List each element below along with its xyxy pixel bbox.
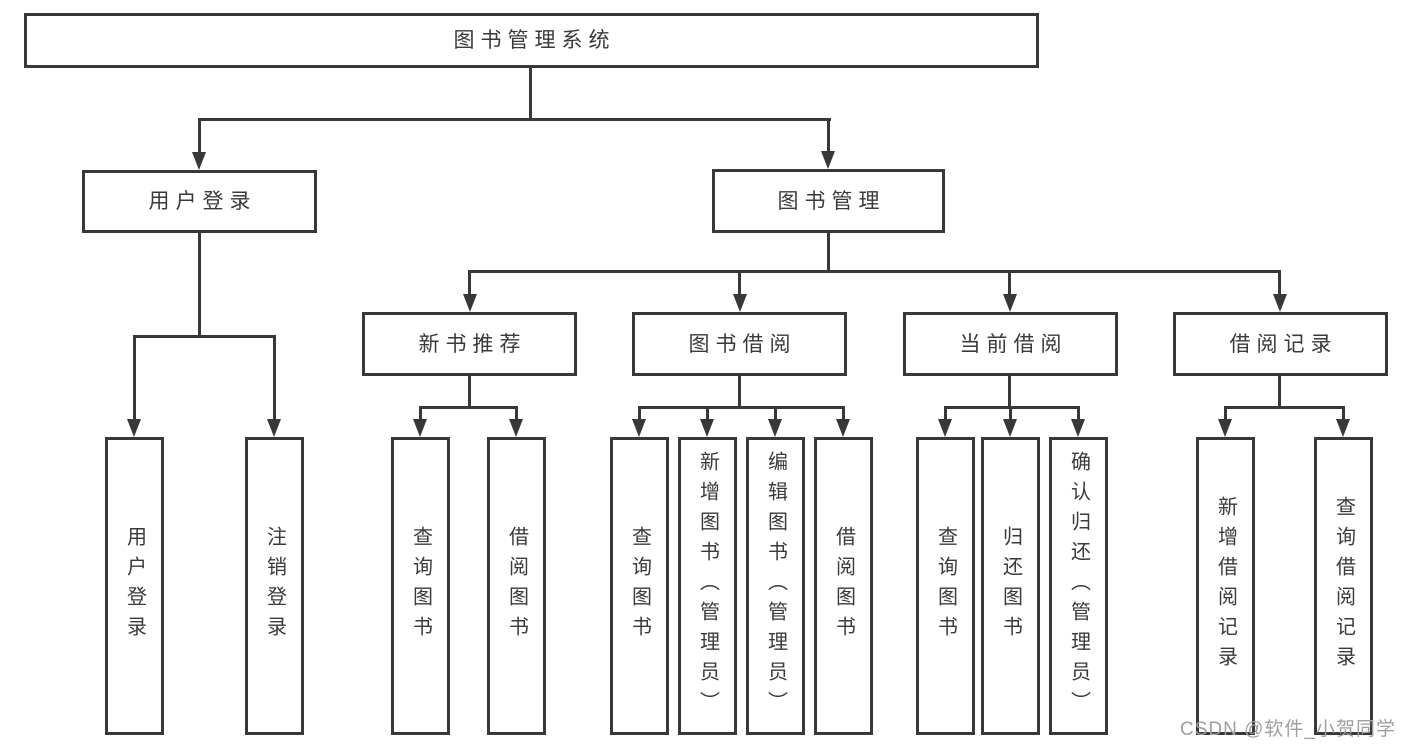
leaf-current-query-books-label: 查询图书	[934, 526, 957, 646]
arrowhead-down-nb-borrow	[509, 419, 523, 437]
arrowhead-down-leaf-logout	[267, 419, 281, 437]
leaf-records-add-record: 新增借阅记录	[1196, 437, 1255, 735]
arrowhead-down-user-login	[192, 152, 206, 170]
arrowhead-down-cb-confirm	[1071, 419, 1085, 437]
arrowhead-down-new-book	[463, 294, 477, 312]
connector-drop-cb-return	[1009, 409, 1012, 419]
connector-drop-nb-borrow	[515, 409, 518, 419]
leaf-borrowing-query-books-label: 查询图书	[628, 526, 651, 646]
connector-user-login-bar	[133, 335, 276, 338]
leaf-newbook-borrow-books: 借阅图书	[487, 437, 546, 735]
connector-book-borrow-bar	[638, 406, 845, 409]
connector-drop-leaf-logout	[273, 338, 276, 419]
arrowhead-down-leaf-user-login	[127, 419, 141, 437]
connector-borrow-record-bar	[1224, 406, 1345, 409]
connector-user-login-stem	[198, 233, 201, 338]
leaf-logout-label: 注销登录	[263, 526, 286, 646]
arrowhead-down-bb-edit	[768, 419, 782, 437]
connector-drop-br-add	[1224, 409, 1227, 419]
leaf-current-return-books-label: 归还图书	[999, 526, 1022, 646]
leaf-current-confirm-return-admin: 确认归还（管理员）	[1049, 437, 1108, 735]
connector-level3-bar	[468, 270, 1281, 273]
connector-book-borrow-stem	[738, 376, 741, 409]
leaf-borrowing-borrow-books: 借阅图书	[814, 437, 873, 735]
connector-drop-leaf-user-login	[133, 338, 136, 419]
connector-drop-br-query	[1342, 409, 1345, 419]
leaf-borrowing-query-books: 查询图书	[610, 437, 669, 735]
connector-drop-current-borrow	[1008, 273, 1011, 294]
leaf-newbook-borrow-books-label: 借阅图书	[505, 526, 528, 646]
leaf-logout: 注销登录	[245, 437, 304, 735]
arrowhead-down-book-borrow	[733, 294, 747, 312]
node-book-borrowing-label: 图书借阅	[688, 332, 797, 356]
node-library-system: 图书管理系统	[24, 13, 1039, 68]
arrowhead-down-bb-query	[632, 419, 646, 437]
connector-drop-bb-edit	[774, 409, 777, 419]
arrowhead-down-br-add	[1218, 419, 1232, 437]
connector-drop-bb-query	[638, 409, 641, 419]
arrowhead-down-current-borrow	[1003, 294, 1017, 312]
leaf-borrowing-edit-books-admin: 编辑图书（管理员）	[746, 437, 805, 735]
leaf-records-add-record-label: 新增借阅记录	[1214, 496, 1237, 676]
leaf-current-confirm-return-admin-label: 确认归还（管理员）	[1067, 451, 1090, 721]
arrowhead-down-cb-return	[1003, 419, 1017, 437]
connector-drop-nb-query	[419, 409, 422, 419]
connector-drop-bb-add	[706, 409, 709, 419]
node-new-book-recommend: 新书推荐	[362, 312, 577, 376]
node-library-system-label: 图书管理系统	[453, 29, 616, 52]
arrowhead-down-book-mgmt	[821, 151, 835, 169]
connector-drop-user-login	[198, 121, 201, 152]
connector-book-mgmt-stem	[827, 233, 830, 273]
leaf-newbook-query-books-label: 查询图书	[409, 526, 432, 646]
csdn-watermark: CSDN @软件_小贺同学	[1180, 719, 1396, 740]
leaf-current-return-books: 归还图书	[981, 437, 1040, 735]
connector-root-stem	[529, 68, 532, 121]
leaf-borrowing-edit-books-admin-label: 编辑图书（管理员）	[764, 451, 787, 721]
arrowhead-down-bb-add	[700, 419, 714, 437]
node-current-borrowing: 当前借阅	[903, 312, 1118, 376]
connector-drop-borrow-record	[1278, 273, 1281, 294]
leaf-newbook-query-books: 查询图书	[391, 437, 450, 735]
node-book-management: 图书管理	[712, 169, 945, 233]
node-book-management-label: 图书管理	[777, 189, 886, 213]
connector-drop-bb-borrow	[842, 409, 845, 419]
connector-new-book-stem	[468, 376, 471, 409]
node-user-login-label: 用户登录	[148, 190, 257, 213]
leaf-borrowing-add-books-admin: 新增图书（管理员）	[678, 437, 737, 735]
leaf-records-query-record: 查询借阅记录	[1314, 437, 1373, 735]
connector-current-borrow-stem	[1008, 376, 1011, 409]
arrowhead-down-nb-query	[413, 419, 427, 437]
connector-drop-new-book	[468, 273, 471, 294]
node-new-book-recommend-label: 新书推荐	[418, 332, 527, 356]
leaf-current-query-books: 查询图书	[916, 437, 975, 735]
leaf-records-query-record-label: 查询借阅记录	[1332, 496, 1355, 676]
connector-borrow-record-stem	[1278, 376, 1281, 409]
node-borrowing-records-label: 借阅记录	[1229, 332, 1338, 356]
connector-drop-cb-confirm	[1077, 409, 1080, 419]
leaf-user-login-label: 用户登录	[123, 526, 146, 646]
leaf-borrowing-add-books-admin-label: 新增图书（管理员）	[696, 451, 719, 721]
arrowhead-down-br-query	[1336, 419, 1350, 437]
node-current-borrowing-label: 当前借阅	[959, 332, 1068, 356]
connector-drop-book-borrow	[738, 273, 741, 294]
connector-level1-bar	[198, 118, 831, 121]
node-book-borrowing: 图书借阅	[632, 312, 847, 376]
connector-drop-book-mgmt	[827, 121, 830, 151]
node-user-login: 用户登录	[82, 170, 317, 233]
connector-current-borrow-bar	[944, 406, 1080, 409]
arrowhead-down-bb-borrow	[836, 419, 850, 437]
connector-new-book-bar	[419, 406, 518, 409]
arrowhead-down-cb-query	[938, 419, 952, 437]
leaf-borrowing-borrow-books-label: 借阅图书	[832, 526, 855, 646]
connector-drop-cb-query	[944, 409, 947, 419]
node-borrowing-records: 借阅记录	[1173, 312, 1388, 376]
leaf-user-login: 用户登录	[105, 437, 164, 735]
arrowhead-down-borrow-record	[1273, 294, 1287, 312]
